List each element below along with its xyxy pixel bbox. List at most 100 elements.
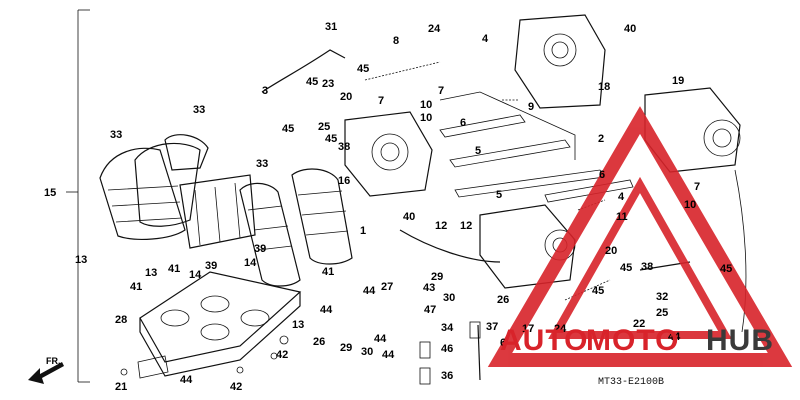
callout: 17 [522, 323, 534, 335]
callout: 9 [528, 101, 534, 113]
callout: 24 [554, 323, 567, 335]
front-label: FR. [46, 356, 61, 366]
callout: 10 [420, 112, 432, 124]
watermark-part3: HUB [706, 324, 774, 357]
callout: 12 [460, 220, 472, 232]
watermark-part1: AUTO [500, 324, 588, 357]
callout: 6 [460, 117, 466, 129]
callout: 41 [168, 263, 180, 275]
callout: 34 [441, 322, 454, 334]
callout: 14 [244, 257, 257, 269]
callout: 29 [340, 342, 352, 354]
callout: 23 [322, 78, 334, 90]
intake-tubes-left [99, 134, 209, 240]
callout: 26 [497, 294, 509, 306]
callout: 6 [500, 337, 506, 349]
callout: 46 [441, 343, 453, 355]
hoses [261, 49, 747, 381]
callout: 7 [438, 85, 444, 97]
callout: 28 [115, 314, 127, 326]
callout: 42 [276, 349, 288, 361]
callout: 11 [616, 211, 628, 223]
callout: 16 [338, 175, 350, 187]
callout: 44 [180, 374, 193, 386]
callout: 13 [145, 267, 157, 279]
air-box [139, 271, 302, 377]
callout: 39 [254, 243, 266, 255]
callout: 8 [393, 35, 399, 47]
bracket-assembly [179, 174, 256, 249]
callout: 40 [403, 211, 415, 223]
assembly-bracket [66, 9, 90, 383]
callout: 26 [313, 336, 325, 348]
callout: 12 [435, 220, 447, 232]
callout: 33 [110, 129, 122, 141]
callout: 33 [193, 104, 205, 116]
callout: 19 [672, 75, 684, 87]
callout: 4 [618, 191, 625, 203]
bracket-label: 15 [44, 187, 56, 199]
callout: 38 [338, 141, 350, 153]
callout: 42 [230, 381, 242, 393]
callout: 44 [382, 349, 395, 361]
callout: 44 [363, 285, 376, 297]
callout: 37 [486, 321, 498, 333]
callout: 45 [357, 63, 369, 75]
callout: 13 [75, 254, 87, 266]
callout: 47 [424, 304, 436, 316]
callout: 44 [320, 304, 333, 316]
callout: 44 [668, 331, 681, 343]
watermark-triangle [487, 106, 793, 367]
front-arrow [28, 362, 64, 384]
callout: 6 [599, 169, 605, 181]
callout: 45 [325, 133, 337, 145]
callout: 38 [641, 261, 653, 273]
callout: 45 [306, 76, 318, 88]
callout: 43 [423, 282, 435, 294]
callout: 25 [656, 307, 668, 319]
callout: 22 [633, 318, 645, 330]
callout: 7 [378, 95, 384, 107]
callout: 10 [684, 199, 696, 211]
fittings [120, 321, 481, 385]
callout: 3 [262, 85, 268, 97]
callout: 40 [624, 23, 636, 35]
callout: 24 [428, 23, 441, 35]
callout: 1 [360, 225, 366, 237]
callout: 27 [381, 281, 393, 293]
callout: 32 [656, 291, 668, 303]
callout: 45 [592, 285, 604, 297]
callout: 10 [420, 99, 432, 111]
callout: 45 [620, 262, 632, 274]
callout: 2 [598, 133, 604, 145]
callout: 45 [282, 123, 294, 135]
callout: 45 [720, 263, 732, 275]
intake-tubes-center [239, 168, 353, 287]
carburetor-left [344, 111, 433, 197]
callout: 5 [496, 189, 502, 201]
callout: 7 [694, 181, 700, 193]
callout: 41 [322, 266, 334, 278]
diagram-code: MT33-E2100B [598, 377, 664, 388]
callout-labels: 31 24 8 45 3 45 23 20 7 45 25 45 4 18 40… [75, 21, 732, 393]
watermark-logo: AUTO MOTO HUB [500, 324, 774, 357]
callout: 21 [115, 381, 127, 393]
callout: 31 [325, 21, 337, 33]
callout: 41 [130, 281, 142, 293]
callout: 25 [318, 121, 330, 133]
callout: 39 [205, 260, 217, 272]
callout: 44 [374, 333, 387, 345]
callout: 30 [443, 292, 455, 304]
callout: 36 [441, 370, 453, 382]
callout: 5 [475, 145, 481, 157]
callout: 33 [256, 158, 268, 170]
callout: 20 [605, 245, 617, 257]
callout: 29 [431, 271, 443, 283]
callout: 20 [340, 91, 352, 103]
callout: 18 [598, 81, 610, 93]
watermark-part2: MOTO [586, 324, 679, 357]
callout: 13 [292, 319, 304, 331]
callout: 30 [361, 346, 373, 358]
